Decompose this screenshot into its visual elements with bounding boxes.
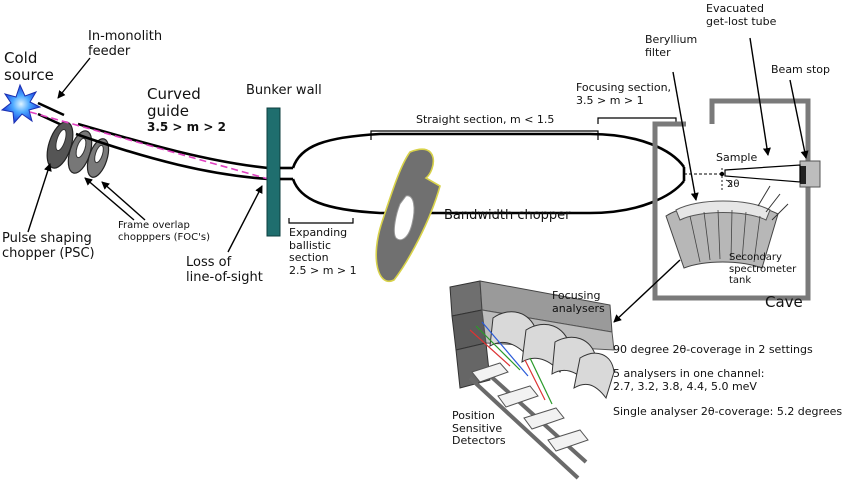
analyser-detail — [449, 280, 615, 480]
info-single-coverage: Single analyser 2θ-coverage: 5.2 degrees — [613, 405, 842, 418]
beam-stop-label: Beam stop — [771, 63, 831, 76]
line-of-sight — [29, 111, 273, 181]
sample-label: Sample — [716, 151, 758, 164]
bandwidth-chopper — [375, 148, 441, 283]
focusing-section-label: Focusing section,3.5 > m > 1 — [576, 81, 672, 107]
bandwidth-chopper-label: Bandwidth chopper — [444, 208, 571, 223]
cave-label: Cave — [765, 293, 803, 311]
two-theta-label: 2θ — [727, 179, 740, 190]
straight-section-label: Straight section, m < 1.5 — [416, 113, 555, 126]
info-coverage-settings: 90 degree 2θ-coverage in 2 settings — [613, 343, 813, 356]
annotation-arrows — [27, 37, 809, 323]
bunker-wall — [266, 107, 281, 237]
cold-source-icon — [0, 83, 42, 125]
info-analyser-energies: 5 analysers in one channel:2.7, 3.2, 3.8… — [613, 367, 765, 393]
choppers-psc-foc — [46, 121, 110, 178]
curved-guide — [75, 122, 269, 181]
secondary-spectrometer-tank — [665, 185, 789, 269]
in-monolith-feeder — [37, 101, 65, 128]
main-guide — [280, 132, 686, 215]
bunker-wall-label: Bunker wall — [246, 83, 322, 98]
get-lost-tube — [724, 164, 801, 183]
